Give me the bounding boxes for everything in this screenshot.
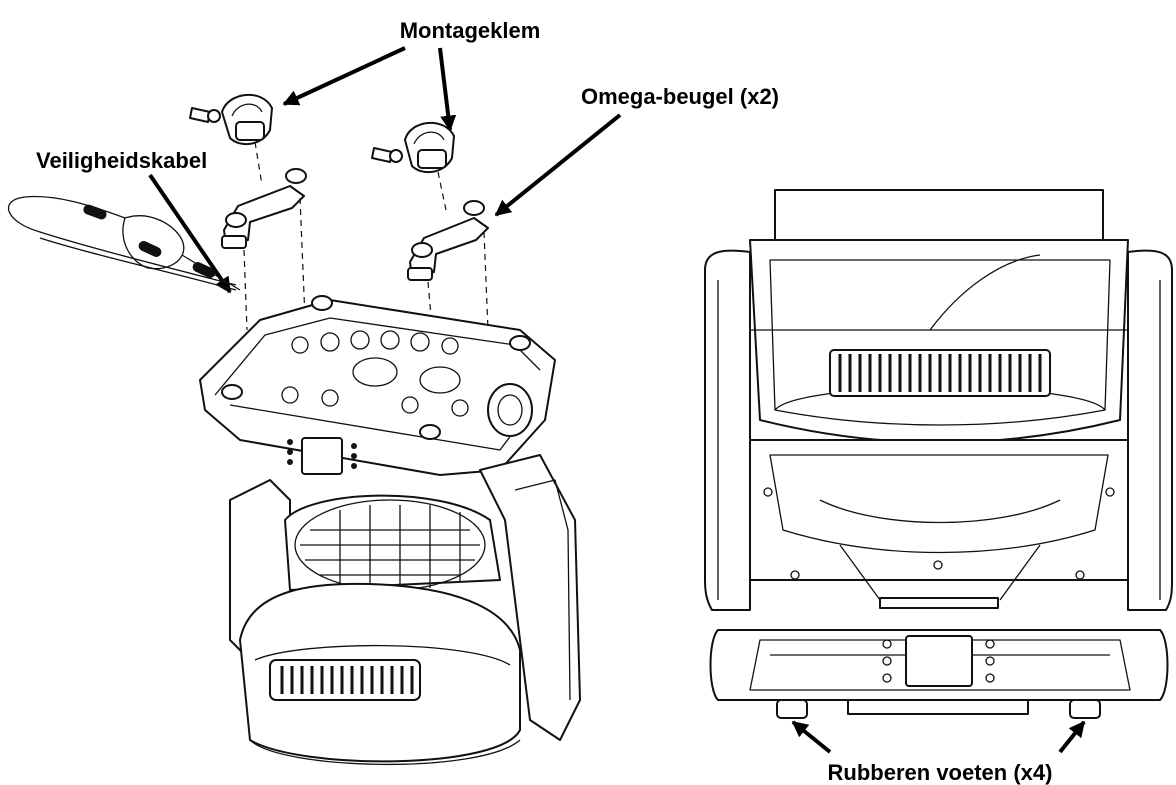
- callout-arrows: [148, 46, 1086, 754]
- mounting-clamp-1: [189, 93, 273, 186]
- label-mounting-clamp: Montageklem: [400, 18, 541, 43]
- base-holes: [281, 330, 469, 417]
- rubber-foot-left: [776, 699, 808, 719]
- rubber-foot-right: [1069, 699, 1101, 719]
- label-omega-bracket: Omega-beugel (x2): [581, 84, 779, 109]
- omega-bracket-1: [221, 168, 307, 331]
- mounting-clamp-2: [371, 121, 455, 211]
- lens-grill: [300, 505, 480, 590]
- moving-head-isometric: [199, 295, 581, 766]
- moving-head-front: [704, 189, 1173, 719]
- display-screen-left: [301, 437, 343, 475]
- top-frame: [774, 189, 1104, 241]
- safety-cable: [7, 195, 241, 291]
- label-safety-cable: Veiligheidskabel: [36, 148, 207, 173]
- omega-bracket-2: [407, 200, 489, 351]
- label-rubber-feet: Rubberen voeten (x4): [828, 760, 1053, 785]
- display-screen-front: [905, 635, 973, 687]
